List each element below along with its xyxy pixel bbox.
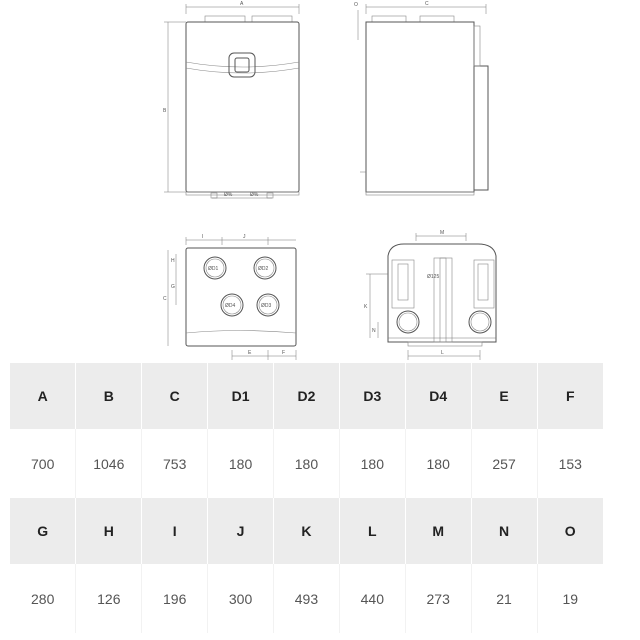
port-label-d1: ØD1 [208, 266, 219, 272]
header-cell: N [471, 498, 538, 564]
header-cell: A [10, 363, 77, 429]
header-cell: D2 [273, 363, 340, 429]
top-view: I J ØD1 ØD2 ØD4 ØD3 C H G E F [163, 234, 297, 360]
header-cell: O [537, 498, 603, 564]
dim-label-a: A [240, 1, 244, 7]
value-cell: 440 [339, 564, 406, 633]
rear-view: M Ø125 K N L [364, 230, 497, 360]
dim-label-j: J [243, 234, 246, 240]
header-cell: D4 [405, 363, 472, 429]
header-cell: K [273, 498, 340, 564]
dim-label-o: O [354, 2, 358, 8]
dim-label-k: K [364, 304, 368, 310]
dim-label-c-top: C [163, 296, 167, 302]
header-cell: I [141, 498, 209, 564]
value-cell: 126 [75, 564, 143, 633]
value-cell: 300 [207, 564, 274, 633]
value-cell: 753 [141, 429, 209, 498]
port-label-d3: ØD3 [261, 303, 272, 309]
header-cell: H [75, 498, 143, 564]
header-cell: D1 [207, 363, 274, 429]
dim-label-b: B [163, 108, 167, 114]
value-cell: 180 [405, 429, 472, 498]
value-cell: 280 [10, 564, 77, 633]
table-header-row: A B C D1 D2 D3 D4 E F [10, 363, 603, 429]
table-value-row: 700 1046 753 180 180 180 180 257 153 [10, 429, 603, 498]
value-cell: 180 [273, 429, 340, 498]
header-cell: D3 [339, 363, 406, 429]
dim-label-port-right: Ø% [250, 192, 259, 198]
value-cell: 273 [405, 564, 472, 633]
dimensions-table: A B C D1 D2 D3 D4 E F 700 1046 753 180 1… [10, 363, 603, 633]
port-label-rear: Ø125 [427, 274, 439, 280]
header-cell: G [10, 498, 77, 564]
value-cell: 19 [537, 564, 603, 633]
dim-label-f: F [282, 350, 285, 356]
header-cell: F [537, 363, 603, 429]
dim-label-c: C [425, 1, 429, 7]
value-cell: 21 [471, 564, 538, 633]
dim-label-m: M [440, 230, 444, 236]
table-header-row: G H I J K L M N O [10, 498, 603, 564]
value-cell: 700 [10, 429, 77, 498]
value-cell: 180 [207, 429, 274, 498]
header-cell: J [207, 498, 274, 564]
front-view: A Ø% Ø% B [163, 1, 300, 199]
table-value-row: 280 126 196 300 493 440 273 21 19 [10, 564, 603, 633]
value-cell: 180 [339, 429, 406, 498]
dim-label-l: L [441, 350, 444, 356]
dim-label-i: I [202, 234, 203, 240]
value-cell: 493 [273, 564, 340, 633]
header-cell: M [405, 498, 472, 564]
dim-label-port-left: Ø% [224, 192, 233, 198]
dim-label-h: H [171, 258, 175, 264]
dim-label-g: G [171, 284, 175, 290]
value-cell: 153 [537, 429, 603, 498]
header-cell: C [141, 363, 209, 429]
value-cell: 196 [141, 564, 209, 633]
port-label-d4: ØD4 [225, 303, 236, 309]
technical-drawing: A Ø% Ø% B C O [163, 1, 497, 360]
port-label-d2: ØD2 [258, 266, 269, 272]
value-cell: 1046 [75, 429, 143, 498]
header-cell: B [75, 363, 143, 429]
header-cell: L [339, 498, 406, 564]
header-cell: E [471, 363, 538, 429]
value-cell: 257 [471, 429, 538, 498]
dim-label-n: N [372, 328, 376, 334]
dim-label-e: E [248, 350, 252, 356]
side-view: C O [354, 1, 489, 196]
